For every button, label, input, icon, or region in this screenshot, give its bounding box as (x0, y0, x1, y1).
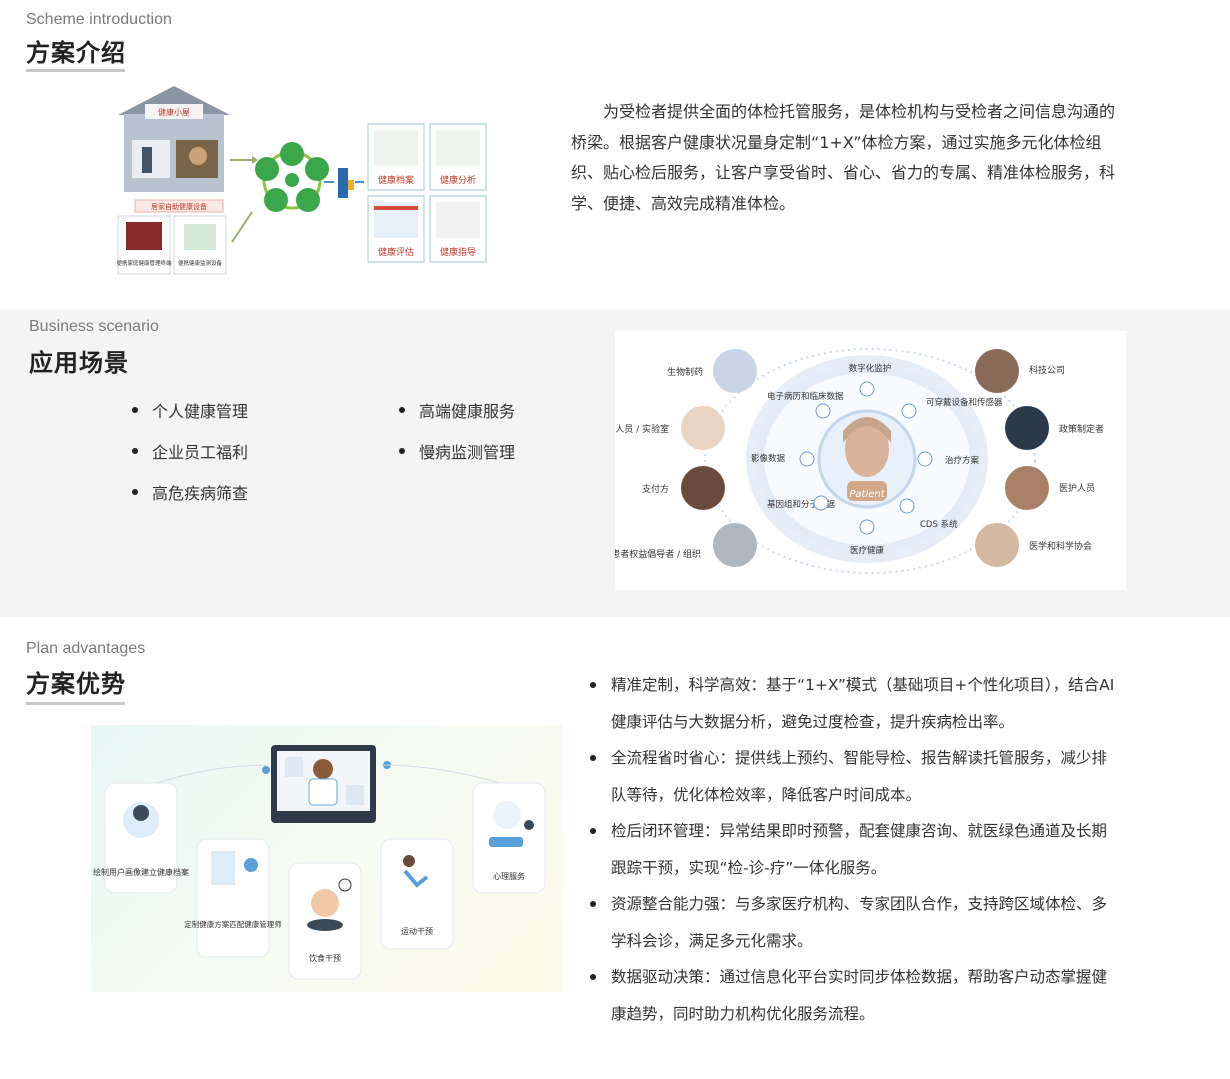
outer-label-right: 医学和科学协会 (1029, 540, 1092, 552)
list-item: 高端健康服务 (399, 398, 515, 439)
card-guidance-label: 健康指导 (440, 246, 476, 258)
house-label: 健康小屋 (158, 107, 190, 117)
outer-label-right: 科技公司 (1029, 364, 1065, 376)
card-archive-label: 健康档案 (378, 174, 414, 186)
list-item: 数据驱动决策：通过信息化平台实时同步体检数据，帮助客户动态掌握健康趋势，同时助力… (590, 959, 1120, 1032)
title-underline (26, 69, 125, 72)
inner-label: CDS 系统 (920, 519, 958, 530)
scenario-left-list: 个人健康管理 企业员工福利 高危疾病筛查 (132, 398, 248, 521)
section-cn-title: 方案优势 (26, 670, 126, 698)
outer-label-right: 医护人员 (1059, 482, 1095, 494)
card-evaluation-label: 健康评估 (378, 246, 414, 258)
list-item: 检后闭环管理：异常结果即时预警，配套健康咨询、就医绿色通道及长期跟踪干预，实现“… (590, 813, 1120, 886)
list-item: 个人健康管理 (132, 398, 248, 439)
card-plan-label: 定制健康方案匹配健康管理师 (184, 919, 282, 929)
card-profile-label: 绘制用户画像建立健康档案 (93, 867, 189, 877)
advantages-diagram: 绘制用户画像建立健康档案 定制健康方案匹配健康管理师 饮食干预 运动干预 心理服… (91, 725, 562, 992)
card-psych-label: 心理服务 (493, 871, 525, 881)
card-exercise-label: 运动干预 (401, 926, 433, 936)
business-scenario-section: Business scenario 应用场景 个人健康管理 企业员工福利 高危疾… (0, 309, 1230, 617)
inner-label: 医疗健康 (850, 545, 885, 556)
inner-label: 治疗方案 (945, 455, 980, 466)
section-en-title: Plan advantages (26, 640, 146, 657)
inner-label: 影像数据 (751, 453, 786, 464)
inner-label: 电子病历和临床数据 (767, 391, 844, 402)
outer-label-right: 政策制定者 (1059, 423, 1104, 435)
inner-label: 基因组和分子数据 (767, 499, 836, 510)
list-item: 企业员工福利 (132, 439, 248, 480)
section-en-title: Business scenario (29, 318, 159, 335)
outer-label-left: 研究人员 / 实验室 (615, 423, 669, 435)
patient-label: Patient (849, 489, 885, 500)
card-analysis-label: 健康分析 (440, 174, 476, 186)
card-diet-label: 饮食干预 (309, 953, 341, 963)
section-en-title: Scheme introduction (26, 11, 172, 28)
title-underline (26, 702, 125, 705)
advantages-list: 精准定制，科学高效：基于“1+X”模式（基础项目+个性化项目），结合AI健康评估… (590, 667, 1120, 1032)
outer-label-left: 生物制药 (667, 366, 703, 378)
list-item: 高危疾病筛查 (132, 480, 248, 521)
scenario-diagram: Patient 数字化监护 可穿戴设备和传感器 治疗方案 CDS 系统 医疗健康… (615, 331, 1126, 590)
list-item: 全流程省时省心：提供线上预约、智能导检、报告解读托管服务，减少排队等待，优化体检… (590, 740, 1120, 813)
outer-label-left: 患者权益倡导者 / 组织 (615, 548, 701, 560)
outer-label-left: 支付方 (642, 483, 669, 495)
section-cn-title: 方案介绍 (26, 39, 126, 67)
device-label: 居家自助健康设备 (151, 202, 207, 211)
inner-label: 可穿戴设备和传感器 (926, 397, 1003, 408)
device1-label: 便携家庭健康管理终端 (116, 259, 172, 267)
section-cn-title: 应用场景 (29, 349, 129, 377)
device2-label: 便携健康监测设备 (178, 259, 223, 267)
inner-label: 数字化监护 (849, 363, 892, 374)
list-item: 慢病监测管理 (399, 439, 515, 480)
plan-advantages-section: Plan advantages 方案优势 绘制用户画像建立健康档案 (0, 617, 1230, 1079)
list-item: 精准定制，科学高效：基于“1+X”模式（基础项目+个性化项目），结合AI健康评估… (590, 667, 1120, 740)
intro-paragraph: 为受检者提供全面的体检托管服务，是体检机构与受检者之间信息沟通的桥梁。根据客户健… (571, 102, 1116, 213)
scheme-diagram: 健康小屋 居家自助健康设备 便携家庭健康管理终端 便携健康监测设备 (112, 82, 492, 278)
scheme-introduction-section: Scheme introduction 方案介绍 健康小屋 居家自助健康设备 便… (0, 0, 1230, 309)
scenario-right-list: 高端健康服务 慢病监测管理 (399, 398, 515, 480)
list-item: 资源整合能力强：与多家医疗机构、专家团队合作，支持跨区域体检、多学科会诊，满足多… (590, 886, 1120, 959)
